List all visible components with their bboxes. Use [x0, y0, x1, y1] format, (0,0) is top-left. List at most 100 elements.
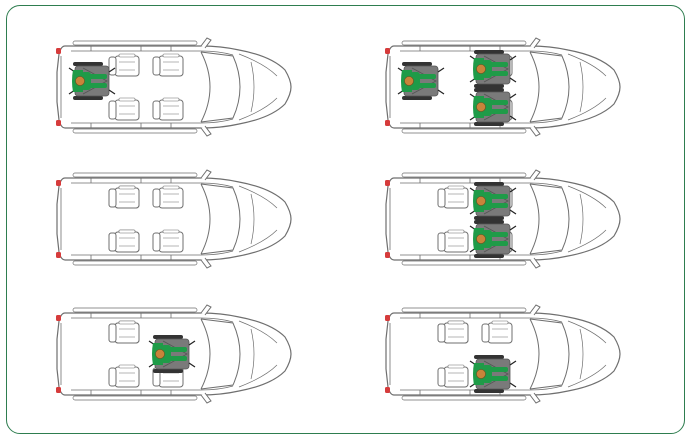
seat — [108, 97, 140, 121]
tail-light-right — [56, 120, 61, 126]
car-hood-lines — [567, 185, 607, 253]
wheelchair-wheel-left — [474, 182, 504, 186]
occupant-leg-left — [490, 232, 508, 237]
car-mirror-left — [529, 37, 541, 49]
car-roof-rail-left — [72, 40, 198, 46]
seat-stitching — [119, 237, 135, 247]
car-mirror-left — [529, 169, 541, 181]
car-middle-left — [56, 169, 292, 269]
seat-armrest — [162, 53, 180, 58]
occupant-leg-left — [490, 62, 508, 67]
occupant-leg-right — [490, 241, 508, 246]
seat-stitching — [119, 61, 135, 71]
wheelchair-wheel-left — [474, 355, 504, 359]
seat-backrest — [108, 100, 117, 120]
seat-cushion — [158, 55, 184, 77]
car-mirror-left — [529, 304, 541, 316]
car-roof-rail-right — [72, 128, 198, 134]
tail-light-left — [56, 48, 61, 54]
car-mirror-right — [200, 125, 212, 137]
occupant-leg-left — [169, 347, 187, 352]
wheelchair-straps — [469, 187, 517, 215]
wheelchair-wheel-left — [153, 335, 183, 339]
occupant-torso — [161, 345, 171, 363]
car-hood-lines — [238, 320, 278, 388]
car-roof-rail-left — [401, 307, 527, 313]
wheelchair-with-occupant — [469, 50, 517, 88]
car-mirror-right — [529, 257, 541, 269]
seat-stitching — [492, 328, 508, 338]
car-mirror-right — [200, 257, 212, 269]
seat — [108, 229, 140, 253]
seat-armrest — [162, 97, 180, 102]
occupant-head — [476, 234, 486, 244]
seat-backrest — [152, 232, 161, 252]
tail-light-left — [385, 180, 390, 186]
car-hood-lines — [567, 320, 607, 388]
occupant-head — [155, 349, 165, 359]
seat — [108, 185, 140, 209]
tail-light-right — [56, 387, 61, 393]
occupant-head — [476, 369, 486, 379]
diagram-frame — [6, 5, 685, 434]
occupant-leg-left — [89, 74, 107, 79]
seat-stitching — [448, 372, 464, 382]
seat-backrest — [152, 56, 161, 76]
wheelchair-cross — [483, 187, 509, 215]
seat-backrest — [152, 100, 161, 120]
seat-stitching — [163, 105, 179, 115]
wheelchair-wheel-left — [474, 50, 504, 54]
seat-stitching — [119, 193, 135, 203]
seat-armrest — [447, 229, 465, 234]
car-cabin-line — [400, 50, 563, 124]
seat-armrest — [162, 185, 180, 190]
wheelchair-straps — [469, 93, 517, 121]
car-roof-rail-left — [72, 172, 198, 178]
tail-light-right — [385, 387, 390, 393]
seat-cushion — [114, 99, 140, 121]
occupant-leg-left — [490, 194, 508, 199]
seat-armrest — [491, 320, 509, 325]
seat-armrest — [118, 364, 136, 369]
car-cabin-line — [71, 182, 234, 256]
seat-armrest — [118, 185, 136, 190]
wheelchair-cross — [162, 340, 188, 368]
wheelchair-cross — [483, 225, 509, 253]
seat-cushion — [443, 231, 469, 253]
seat-backrest — [152, 188, 161, 208]
seat — [108, 53, 140, 77]
wheelchair-wheel-left — [73, 62, 103, 66]
wheelchair-wheel-right — [73, 96, 103, 100]
wheelchair-straps — [469, 55, 517, 83]
wheelchair-with-occupant — [469, 182, 517, 220]
car-middle-right — [385, 169, 621, 269]
occupant-torso — [81, 72, 91, 90]
occupant-leg-right — [490, 203, 508, 208]
wheelchair-with-occupant — [469, 355, 517, 393]
seat-backrest — [437, 367, 446, 387]
occupant-leg-right — [418, 83, 436, 88]
occupant-torso — [410, 72, 420, 90]
wheelchair-straps — [68, 67, 116, 95]
occupant-torso — [482, 192, 492, 210]
tail-light-left — [56, 315, 61, 321]
tail-light-right — [56, 252, 61, 258]
wheelchair-with-occupant — [148, 335, 196, 373]
wheelchair-wheel-right — [474, 216, 504, 220]
seat — [152, 185, 184, 209]
seat-backrest — [108, 188, 117, 208]
car-hood-lines — [238, 53, 278, 121]
seat — [481, 320, 513, 344]
car-windshield — [200, 318, 241, 390]
seat — [152, 97, 184, 121]
car-mirror-right — [529, 125, 541, 137]
seat-stitching — [119, 328, 135, 338]
occupant-torso — [482, 365, 492, 383]
seat — [437, 320, 469, 344]
seat-cushion — [487, 322, 513, 344]
car-door-seams — [419, 313, 501, 395]
car-top-right — [385, 37, 621, 137]
car-roof-rail-left — [72, 307, 198, 313]
occupant-leg-right — [490, 109, 508, 114]
wheelchair-wheel-right — [474, 254, 504, 258]
